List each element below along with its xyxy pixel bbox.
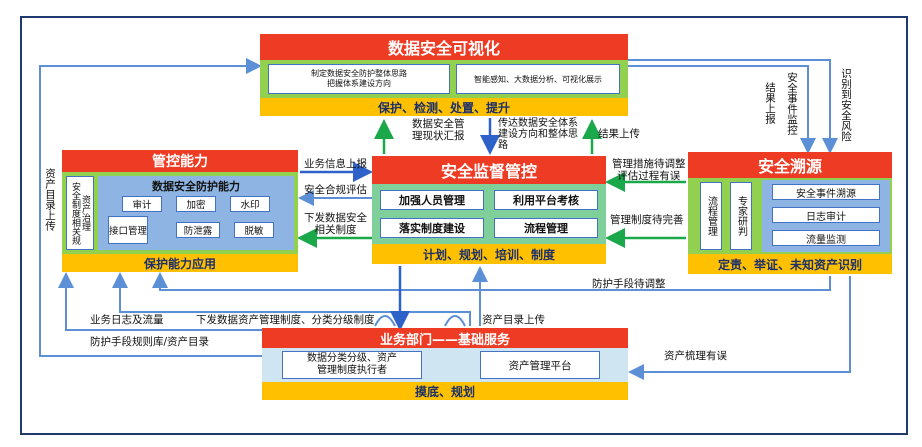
- label-compliance-eval: 安全合规评估: [304, 184, 367, 196]
- diagram-frame: [20, 16, 908, 435]
- cell-audit: 审计: [122, 196, 162, 212]
- cell-watermark: 水印: [230, 196, 270, 212]
- label-asset-catalog-up2: 资产目录上传: [482, 314, 545, 326]
- label-issue-policy: 下发数据安全 相关制度: [304, 212, 367, 236]
- right-item-trace: 安全事件溯源: [772, 184, 880, 200]
- bottom-right-box: 资产管理平台: [480, 351, 600, 379]
- top-footer: 保护、检测、处置、提升: [260, 98, 628, 116]
- arrow-protection-adjust: [152, 272, 831, 291]
- left-footer: 保护能力应用: [62, 254, 298, 272]
- bottom-title: 业务部门——基础服务: [262, 328, 628, 348]
- cell-platform-assess: 利用平台考核: [494, 190, 598, 210]
- top-title: 数据安全可视化: [260, 34, 628, 60]
- right-item-flow-monitor: 流量监测: [772, 230, 880, 246]
- left-panel-title: 数据安全防护能力: [152, 180, 240, 193]
- cell-process-mgmt: 流程管理: [494, 218, 598, 238]
- label-result-up: 结果上传: [598, 128, 640, 140]
- label-asset-catalog-up: 资产目录上传: [44, 168, 56, 231]
- arrow-asset-review-error: [628, 276, 851, 380]
- cell-encrypt: 加密: [176, 196, 216, 212]
- right-footer: 定责、举证、未知资产识别: [688, 254, 892, 274]
- right-vbox-expert: 专家研判: [730, 182, 752, 250]
- label-event-monitor: 安全事件监控: [786, 72, 798, 135]
- bottom-left-box: 数据分类分级、资产 管理制度执行者: [282, 351, 422, 379]
- label-protection-rule-db: 防护手段规则库/资产目录: [90, 336, 210, 348]
- arrow-result-report: [628, 65, 816, 154]
- label-log-flow: 业务日志及流量: [90, 314, 164, 326]
- cell-interface-mgmt: 接口管理: [108, 216, 148, 244]
- cell-staff-mgmt: 加强人员管理: [380, 190, 484, 210]
- cell-dlp: 防泄露: [176, 222, 220, 238]
- right-vbox-process: 流程管理: [700, 182, 722, 250]
- label-convey-direction: 传达数据安全体系 建设方向和整体思 路: [498, 118, 578, 151]
- left-vertical-box: 资产治理 安全制度相关规: [66, 176, 94, 250]
- label-protection-adjust: 防护手段待调整: [592, 278, 666, 290]
- center-footer: 计划、规划、培训、制度: [372, 244, 606, 264]
- top-left-box: 制定数据安全防护整体思路 把握体系建设方向: [268, 64, 450, 94]
- bottom-footer: 摸底、规划: [262, 382, 628, 400]
- center-title: 安全监督管控: [372, 156, 606, 184]
- label-measures-adjust: 管理措施待调整 评估过程有误: [612, 158, 686, 182]
- right-title: 安全溯源: [688, 152, 892, 178]
- arrow-asset-catalog-up: [39, 58, 270, 357]
- right-item-log-audit: 日志审计: [772, 207, 880, 223]
- arrow-identify-risk: [626, 59, 838, 154]
- cell-desensitize: 脱敏: [234, 222, 274, 238]
- arrow-log-flow: [112, 272, 471, 326]
- cell-policy-build: 落实制度建设: [380, 218, 484, 238]
- top-right-box: 智能感知、大数据分析、可视化展示: [456, 64, 620, 94]
- label-issue-asset-policy: 下发数据资产管理制度、分类分级制度: [196, 314, 375, 326]
- label-mgmt-status: 数据安全管 理现状汇报: [412, 118, 465, 142]
- label-identify-risk: 识别到安全风险: [840, 68, 852, 142]
- label-policy-improve: 管理制度待完善: [610, 214, 684, 226]
- label-business-report: 业务信息上报: [304, 158, 367, 170]
- label-result-report: 结果上报: [764, 82, 776, 124]
- arrow-protection-rule-db: [58, 272, 270, 331]
- left-title: 管控能力: [62, 150, 298, 172]
- label-asset-review-error: 资产梳理有误: [664, 350, 727, 362]
